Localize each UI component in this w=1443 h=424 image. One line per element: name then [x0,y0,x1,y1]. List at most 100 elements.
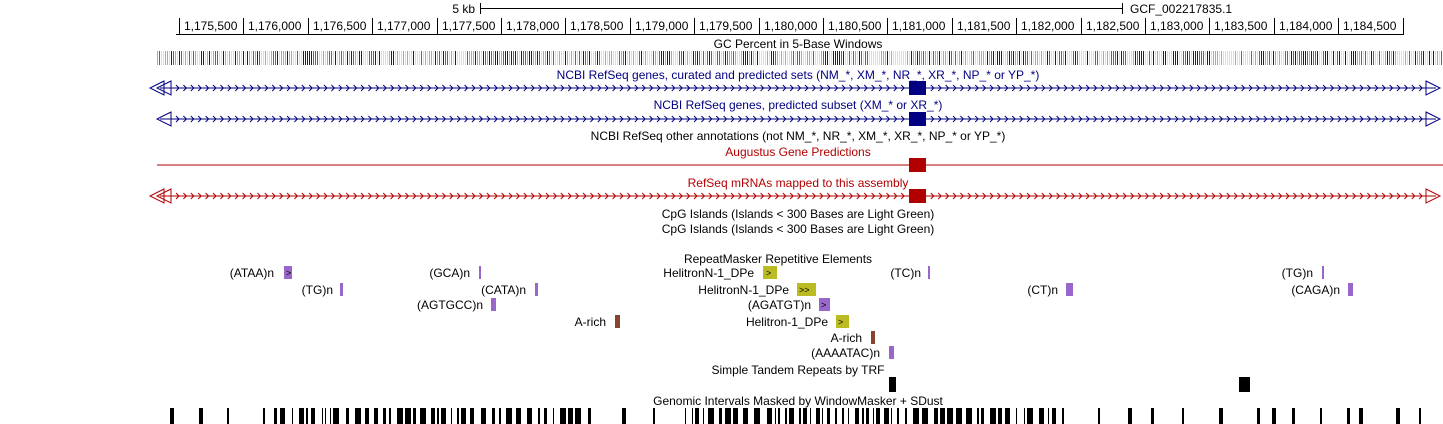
strand-chevron [345,115,350,123]
gc-bar [667,51,668,65]
ruler-tick [179,18,180,34]
gc-bar [1211,51,1212,65]
strand-chevron [723,84,728,92]
gc-bar [1343,51,1344,65]
masked-interval-block [346,408,349,424]
gc-bar [1111,51,1112,65]
strand-chevron [715,84,720,92]
strand-chevron [183,192,188,200]
repeat-block[interactable] [836,315,849,328]
repeat-block[interactable] [340,283,343,296]
gc-bar [1367,51,1368,65]
strand-chevron [849,84,854,92]
masked-interval-block [322,408,323,424]
strand-chevron [560,84,565,92]
strand-chevron [1411,115,1416,123]
gc-bar [913,51,914,65]
gc-bar [313,51,314,65]
cpg-islands-track-title-2[interactable]: CpG Islands (Islands < 300 Bases are Lig… [661,222,935,236]
repeat-block[interactable] [615,315,620,328]
repeat-block[interactable] [819,298,830,311]
gc-bar [1165,51,1166,65]
repeat-block[interactable] [928,266,930,279]
refseq-mrna-track-title[interactable]: RefSeq mRNAs mapped to this assembly [687,176,909,190]
tandem-repeat-block[interactable] [889,377,896,392]
strand-chevron [360,84,365,92]
augustus-exon[interactable] [909,158,926,172]
windowmasker-blocks[interactable] [170,408,1421,424]
gc-bar [723,51,724,65]
windowmasker-track-title[interactable]: Genomic Intervals Masked by WindowMasker… [653,394,943,408]
ruler-tick-label: 1,184,000 [1279,19,1333,33]
strand-chevron [989,192,994,200]
strand-chevron [1115,115,1120,123]
refseq-predicted-track-title[interactable]: NCBI RefSeq genes, predicted subset (XM_… [653,98,943,112]
refseq-mrna-exon[interactable] [909,189,926,203]
gc-bar [1113,51,1114,65]
masked-interval-block [330,408,331,424]
gc-bar [495,51,496,65]
strand-chevron [464,115,469,123]
trf-track-title[interactable]: Simple Tandem Repeats by TRF [711,363,885,377]
repeat-block[interactable] [871,331,875,344]
strand-chevron [1122,192,1127,200]
strand-chevron [1330,192,1335,200]
refseq-other-track-title[interactable]: NCBI RefSeq other annotations (not NM_*,… [590,129,1006,143]
gc-bar [1033,51,1034,65]
strand-chevron [708,84,713,92]
strand-chevron [1300,84,1305,92]
repeat-block[interactable] [1348,283,1353,296]
strand-chevron [397,84,402,92]
gc-percent-track-title[interactable]: GC Percent in 5-Base Windows [713,37,883,51]
ruler-tick-label: 1,181,500 [957,19,1011,33]
strand-chevron [856,84,861,92]
gc-bar [817,51,818,65]
gc-bar [1377,51,1378,65]
strand-chevron [390,192,395,200]
gc-bar [767,51,768,65]
masked-interval-block [1052,408,1056,424]
strand-chevron [1226,192,1231,200]
gc-bar [1339,51,1340,65]
repeat-block[interactable] [491,298,496,311]
strand-chevron [1404,115,1409,123]
augustus-track-title[interactable]: Augustus Gene Predictions [725,145,871,159]
repeat-block[interactable] [284,266,292,279]
gc-bar [887,51,888,65]
gc-bar [161,51,162,65]
gc-bar [813,51,814,65]
strand-chevron [271,115,276,123]
cpg-islands-track-title[interactable]: CpG Islands (Islands < 300 Bases are Lig… [661,207,935,221]
gc-bar [689,51,690,65]
gc-bar [1287,51,1288,65]
gc-bar [531,51,532,65]
refseq-all-track-title[interactable]: NCBI RefSeq genes, curated and predicted… [556,68,1040,82]
strand-chevron [257,192,262,200]
repeat-block[interactable] [889,346,894,359]
repeat-block[interactable] [763,266,777,279]
gc-bar [1183,51,1184,65]
gc-bar [975,51,976,65]
repeat-block[interactable] [479,266,481,279]
repeatmasker-track-title[interactable]: RepeatMasker Repetitive Elements [683,252,873,266]
repeat-block[interactable] [1066,283,1073,296]
gc-bar [745,51,746,65]
masked-interval-block [981,408,984,424]
gc-bar [1137,51,1138,65]
repeat-block[interactable] [1322,266,1324,279]
repeat-block[interactable] [535,283,538,296]
strand-chevron [1293,192,1298,200]
gc-bar [1047,51,1048,65]
repeat-block[interactable] [797,283,816,296]
refseq-gene-exon[interactable] [909,81,926,95]
gc-bar [255,51,256,65]
tandem-repeat-block[interactable] [1239,377,1250,392]
gc-bar [193,51,194,65]
gc-bar [277,51,278,65]
gc-bar [891,51,892,65]
strand-chevron [323,115,328,123]
gc-bar [465,51,466,65]
strand-chevron [316,115,321,123]
refseq-predicted-exon[interactable] [909,112,926,126]
strand-chevron [1167,84,1172,92]
